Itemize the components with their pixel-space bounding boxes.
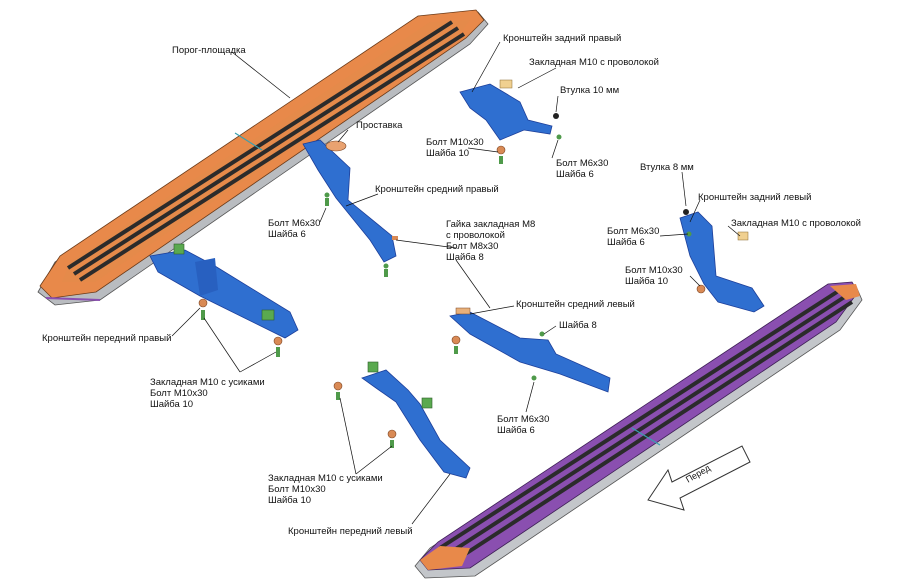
text-bolt-m10x30-b: Болт М10х30 — [625, 265, 683, 276]
label-rear-left-bracket: Кронштейн задний левый — [698, 192, 812, 203]
label-middle-right-bracket: Кронштейн средний правый — [375, 184, 499, 195]
label-middle-left-bracket: Кронштейн средний левый — [516, 299, 635, 310]
text-bolt-m8x30: Болт М8х30 — [446, 241, 499, 252]
text-bolt-m10x30-c: Болт М10х30 — [150, 388, 208, 399]
middle-left-bracket — [449, 307, 611, 393]
label-bolt-m10x30-b: Болт М10х30 Шайба 10 — [625, 265, 683, 287]
step-board-left — [414, 281, 863, 579]
text-washer-10-b: Шайба 10 — [625, 276, 669, 287]
label-insert-m10-wire-2: Закладная М10 с проволокой — [731, 218, 861, 229]
text-bolt-m10x30-d: Болт М10х30 — [268, 484, 326, 495]
label-washer-8-b: Шайба 8 — [559, 320, 597, 331]
label-rear-right-bracket: Кронштейн задний правый — [503, 33, 622, 44]
front-left-bracket — [333, 361, 471, 479]
text-washer-6-a: Шайба 6 — [556, 169, 594, 180]
text-washer-6-b: Шайба 6 — [268, 229, 306, 240]
text-washer-10-d: Шайба 10 — [268, 495, 312, 506]
label-front-left-bracket: Кронштейн передний левый — [288, 526, 413, 537]
text-bolt-m6x30-c: Болт М6х30 — [607, 226, 660, 237]
text-washer-6-c: Шайба 6 — [607, 237, 645, 248]
label-bolt-m6x30-c: Болт М6х30 Шайба 6 — [607, 226, 659, 248]
label-insert-m10-wire-1: Закладная М10 с проволокой — [529, 57, 659, 68]
label-step-board: Порог-площадка — [172, 45, 246, 56]
text-nut-insert-m8-2: с проволокой — [446, 230, 505, 241]
text-insert-m10-whisk-a: Закладная М10 с усиками — [150, 377, 265, 388]
rear-left-bracket — [679, 209, 765, 313]
label-bolt-m6x30-b: Болт М6х30 Шайба 6 — [268, 218, 320, 240]
label-bushing-10: Втулка 10 мм — [560, 85, 620, 96]
front-right-bracket — [149, 243, 299, 357]
label-bolt-m6x30-a: Болт М6х30 Шайба 6 — [556, 158, 608, 180]
text-washer-6-d: Шайба 6 — [497, 425, 535, 436]
spacer-part — [325, 140, 347, 152]
label-front-right-bracket: Кронштейн передний правый — [42, 333, 172, 344]
middle-right-bracket — [302, 139, 398, 277]
rear-right-bracket — [459, 79, 562, 164]
text-nut-insert-m8-1: Гайка закладная М8 — [446, 219, 536, 230]
label-bolt-m6x30-d: Болт М6х30 Шайба 6 — [497, 414, 549, 436]
label-spacer: Проставка — [356, 120, 403, 131]
label-nut-insert-m8: Гайка закладная М8 с проволокой Болт М8х… — [446, 219, 535, 263]
label-bolt-m10x30-a: Болт М10х30 Шайба 10 — [426, 137, 484, 159]
text-bolt-m10x30-a: Болт М10х30 — [426, 137, 484, 148]
label-bushing-8: Втулка 8 мм — [640, 162, 694, 173]
text-bolt-m6x30-b: Болт М6х30 — [268, 218, 321, 229]
text-washer-10-c: Шайба 10 — [150, 399, 194, 410]
label-insert-m10-whisk-b: Закладная М10 с усиками Болт М10х30 Шайб… — [268, 473, 383, 506]
text-washer-8-a: Шайба 8 — [446, 252, 484, 263]
text-washer-10-a: Шайба 10 — [426, 148, 470, 159]
text-insert-m10-whisk-b: Закладная М10 с усиками — [268, 473, 383, 484]
text-bolt-m6x30-d: Болт М6х30 — [497, 414, 550, 425]
forward-arrow — [647, 445, 751, 511]
text-bolt-m6x30-a: Болт М6х30 — [556, 158, 609, 169]
leader-lines — [171, 41, 741, 525]
label-insert-m10-whisk-a: Закладная М10 с усиками Болт М10х30 Шайб… — [150, 377, 265, 410]
step-board-right — [37, 9, 489, 306]
